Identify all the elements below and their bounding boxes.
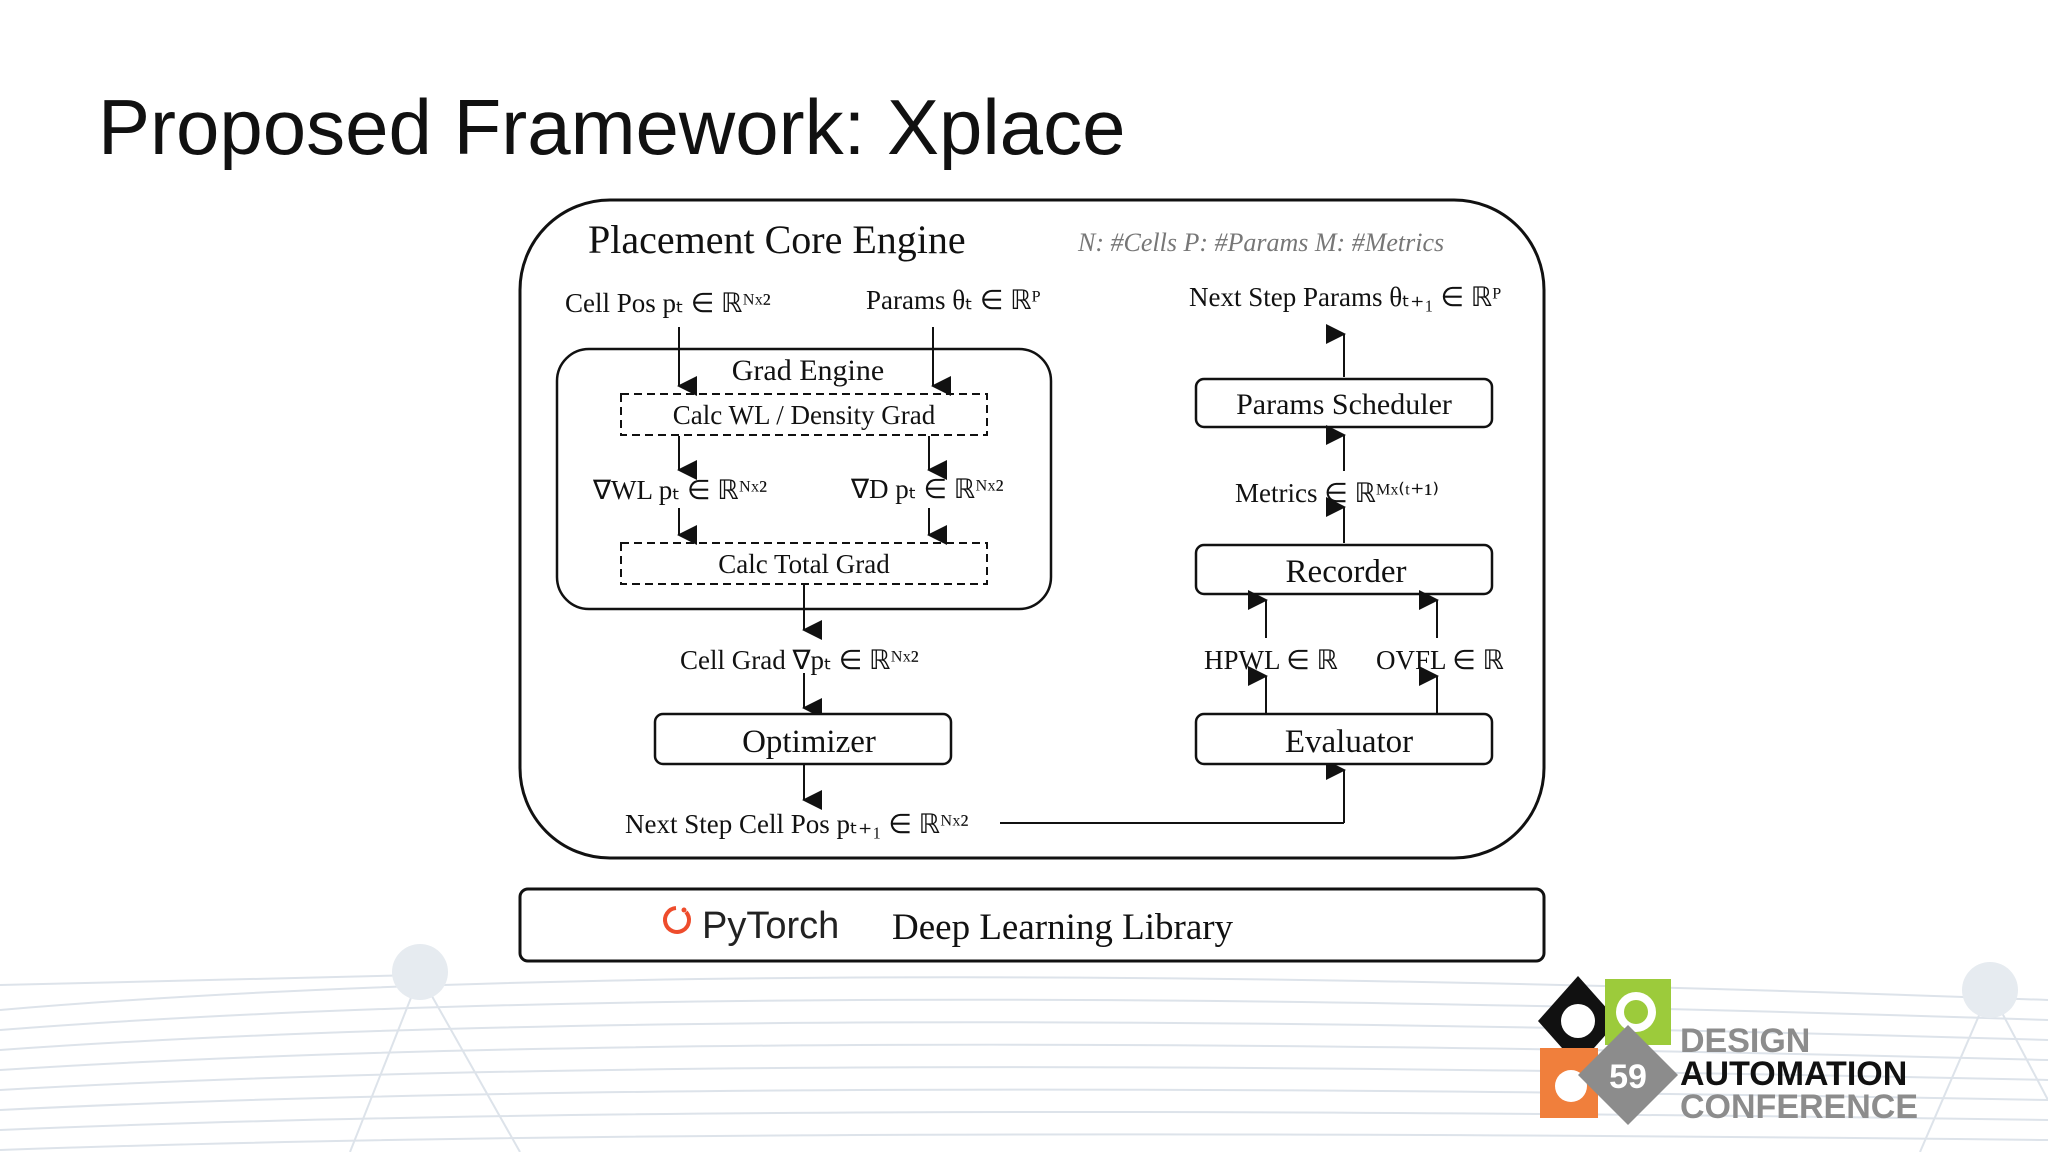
next-cell-pos-label: Next Step Cell Pos pₜ₊₁ ∈ ℝᴺˣ² (625, 809, 968, 839)
pytorch-label: PyTorch (702, 905, 839, 947)
evaluator-box (1194, 712, 1494, 766)
logo-number: 59 (1609, 1058, 1647, 1096)
right-flow-arrows (1248, 324, 1439, 713)
optimizer-box (653, 712, 953, 766)
pytorch-library-box (518, 887, 1546, 963)
network-node (392, 944, 448, 1000)
logo-text-design: DESIGN (1680, 1022, 1810, 1060)
calc-wl-density-grad-box (620, 393, 988, 436)
grad-engine-title: Grad Engine (732, 354, 884, 387)
slide-title: Proposed Framework: Xplace (98, 83, 1126, 171)
network-node (1962, 962, 2018, 1018)
logo-orange-ring (1555, 1070, 1587, 1102)
logo-text-conference: CONFERENCE (1680, 1088, 1918, 1126)
pytorch-logo-icon (663, 906, 692, 934)
wave-lines (0, 974, 2048, 1152)
wl-grad-label: ∇WL pₜ ∈ ℝᴺˣ² (592, 475, 767, 505)
density-grad-label: ∇D pₜ ∈ ℝᴺˣ² (850, 474, 1004, 504)
hpwl-label: HPWL ∈ ℝ (1204, 645, 1338, 675)
left-flow-arrows (677, 327, 1346, 824)
calc-wl-density-grad-label: Calc WL / Density Grad (673, 400, 936, 430)
optimizer-label: Optimizer (742, 724, 876, 760)
legend-text: N: #Cells P: #Params M: #Metrics (1077, 228, 1444, 257)
cell-grad-label: Cell Grad ∇pₜ ∈ ℝᴺˣ² (680, 645, 919, 675)
params-input-label: Params θₜ ∈ ℝᴾ (866, 285, 1041, 315)
dac-logo: 59 DESIGN AUTOMATION CONFERENCE (1538, 976, 1918, 1126)
placement-core-engine-box (518, 198, 1546, 860)
recorder-label: Recorder (1286, 554, 1407, 590)
logo-green-ring-inner (1624, 1000, 1648, 1024)
metrics-label: Metrics ∈ ℝᴹˣ⁽ᵗ⁺¹⁾ (1235, 478, 1439, 508)
calc-total-grad-label: Calc Total Grad (718, 549, 890, 579)
cell-pos-input-label: Cell Pos pₜ ∈ ℝᴺˣ² (565, 288, 771, 318)
calc-total-grad-box (620, 542, 988, 585)
evaluator-label: Evaluator (1285, 724, 1413, 760)
logo-gray-diamond (1578, 1025, 1678, 1125)
next-params-label: Next Step Params θₜ₊₁ ∈ ℝᴾ (1189, 282, 1501, 312)
deep-learning-library-label: Deep Learning Library (892, 907, 1234, 948)
ovfl-label: OVFL ∈ ℝ (1376, 645, 1504, 675)
params-scheduler-label: Params Scheduler (1236, 388, 1452, 421)
recorder-box (1194, 543, 1494, 596)
logo-black-ring (1561, 1004, 1595, 1038)
engine-title: Placement Core Engine (588, 217, 966, 262)
logo-text-automation: AUTOMATION (1680, 1055, 1907, 1093)
